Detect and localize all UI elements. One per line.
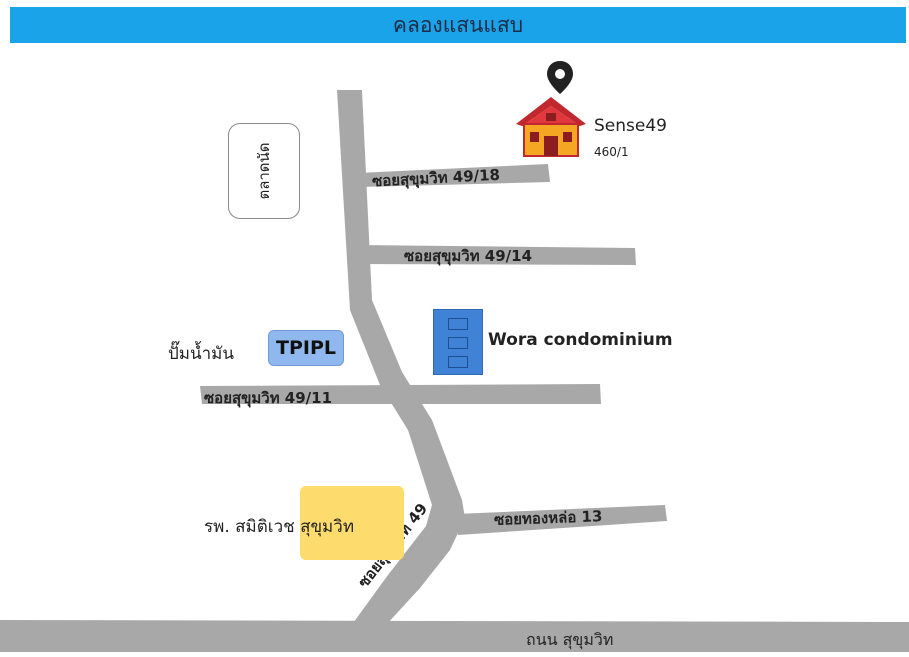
gas-station-badge: TPIPL bbox=[268, 330, 344, 366]
market-box: ตลาดนัด bbox=[228, 123, 300, 219]
soi-49-18-road bbox=[358, 164, 550, 187]
gas-station-label: ปั๊มน้ำมัน bbox=[168, 344, 234, 364]
location-pin-icon bbox=[547, 61, 573, 94]
condo-label: Wora condominium bbox=[488, 330, 673, 350]
soi-49-11-road bbox=[200, 384, 601, 404]
hospital-box bbox=[300, 486, 404, 560]
canal-banner: คลองแสนแสบ bbox=[10, 7, 906, 43]
main-road-label: ถนน สุขุมวิท bbox=[526, 630, 614, 649]
building-icon bbox=[433, 309, 483, 375]
main-road bbox=[0, 620, 909, 652]
destination-name: Sense49 bbox=[594, 116, 667, 136]
canal-name: คลองแสนแสบ bbox=[392, 12, 524, 37]
soi-49-11-label: ซอยสุขุมวิท 49/11 bbox=[204, 389, 333, 407]
soi-thonglor-13-road bbox=[456, 505, 667, 535]
soi-sukhumvit-49-road bbox=[337, 90, 465, 637]
gas-station-brand: TPIPL bbox=[276, 337, 336, 359]
soi-49-14-road bbox=[360, 245, 636, 265]
hospital-label: รพ. สมิติเวช สุขุมวิท bbox=[204, 517, 355, 537]
soi-thonglor-13-label: ซอยทองหล่อ 13 bbox=[493, 507, 603, 529]
destination-number: 460/1 bbox=[594, 145, 629, 159]
market-label: ตลาดนัด bbox=[255, 142, 273, 200]
house-icon bbox=[516, 97, 586, 157]
soi-49-14-label: ซอยสุขุมวิท 49/14 bbox=[404, 247, 533, 265]
